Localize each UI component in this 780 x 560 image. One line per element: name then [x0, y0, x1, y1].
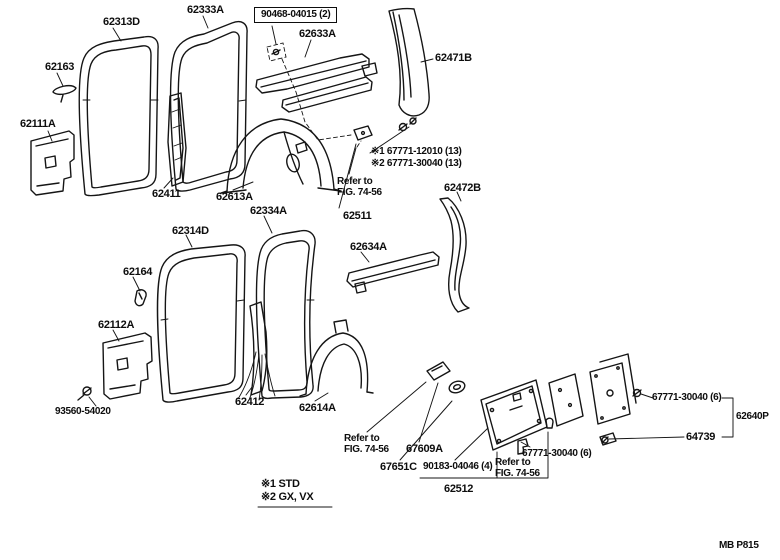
footer-page-code: MB P815: [719, 540, 759, 551]
part-label-62333a: 62333A: [187, 4, 224, 16]
part-label-67651c: 67651C: [380, 461, 417, 473]
part-label-62314d: 62314D: [172, 225, 209, 237]
part-label-62112a: 62112A: [98, 319, 135, 331]
note-std-part: ※1 67771-12010 (13): [371, 146, 462, 157]
refer-fig-74-56-bottom-left: Refer to FIG. 74-56: [344, 433, 389, 456]
part-label-93560-54020: 93560-54020: [55, 406, 111, 417]
part-label-62111a: 62111A: [20, 118, 56, 130]
part-label-62411: 62411: [152, 188, 181, 200]
part-label-62634a: 62634A: [350, 241, 387, 253]
part-label-62613a: 62613A: [216, 191, 253, 203]
part-label-64739: 64739: [686, 431, 716, 443]
refer-fig-74-56-top: Refer to FIG. 74-56: [337, 176, 382, 199]
part-label-62511: 62511: [343, 210, 372, 222]
part-label-90183-04046: 90183-04046 (4): [423, 461, 493, 472]
part-label-62512: 62512: [444, 483, 474, 495]
part-label-67771-30040-right: 67771-30040 (6): [652, 392, 722, 403]
part-label-62334a: 62334A: [250, 205, 287, 217]
part-label-67609a: 67609A: [406, 443, 443, 455]
part-label-62614a: 62614A: [299, 402, 336, 414]
note-gx-vx-part: ※2 67771-30040 (13): [371, 158, 462, 169]
legend-std: ※1 STD: [261, 478, 300, 490]
part-label-62633a: 62633A: [299, 28, 336, 40]
legend-gx-vx: ※2 GX, VX: [261, 491, 314, 503]
part-label-62164: 62164: [123, 266, 153, 278]
part-label-67771-30040-bottom: 67771-30040 (6): [522, 448, 592, 459]
part-label-90468-04015: 90468-04015 (2): [254, 7, 338, 24]
part-label-62313d: 62313D: [103, 16, 140, 28]
part-label-62412: 62412: [235, 396, 265, 408]
part-label-62472b: 62472B: [444, 182, 481, 194]
part-label-62163: 62163: [45, 61, 75, 73]
part-label-62471b: 62471B: [435, 52, 472, 64]
part-label-62640p: 62640P: [736, 411, 769, 422]
refer-fig-74-56-bottom-right: Refer to FIG. 74-56: [495, 457, 540, 480]
